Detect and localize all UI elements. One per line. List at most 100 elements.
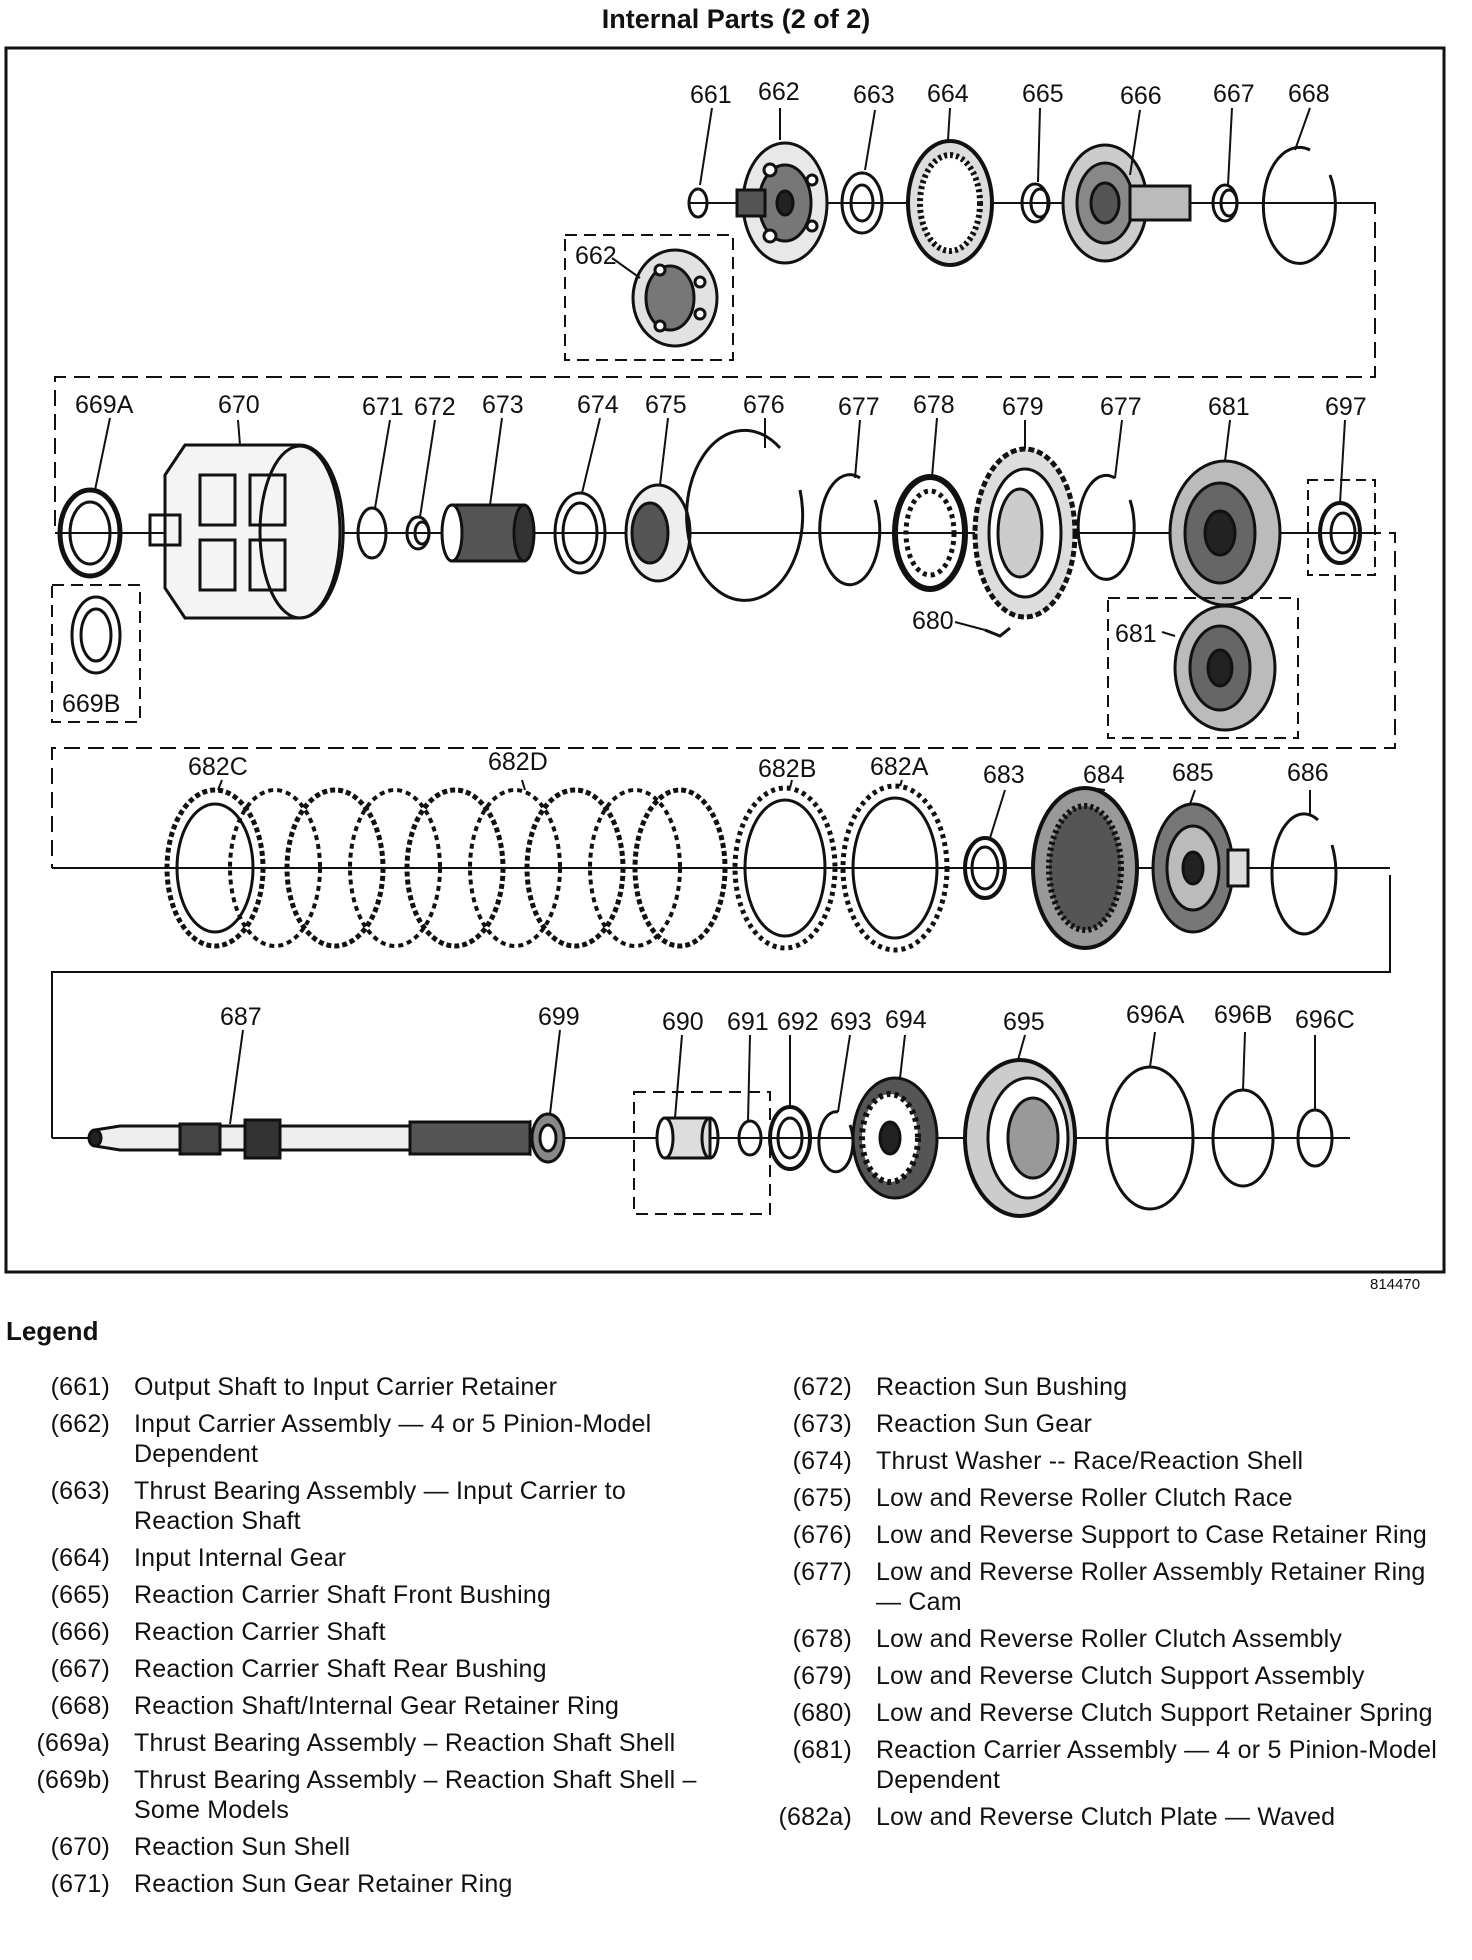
part-669B-thrust-bearing[interactable] [70,595,122,675]
label-696A: 696A [1126,1001,1185,1029]
label-666: 666 [1120,82,1162,110]
part-685-assembly[interactable] [1151,802,1250,934]
alt-662-box [564,234,734,361]
row-1 [54,139,1376,530]
part-678-roller-clutch-assembly[interactable] [892,474,968,592]
part-699-bushing[interactable] [530,1112,566,1164]
part-674-thrust-washer[interactable] [553,491,607,575]
label-681: 681 [1208,393,1250,421]
part-682C-clutch-plate[interactable] [164,787,266,949]
diagram-frame [4,46,1446,1274]
part-666-reaction-carrier-shaft[interactable] [1061,143,1192,263]
page-title: Internal Parts (2 of 2) [601,4,871,34]
part-679-clutch-support[interactable] [972,446,1078,620]
label-665: 665 [1022,80,1064,108]
part-670-reaction-sun-shell[interactable] [148,443,345,620]
legend-column-right: (672)Reaction Sun Bushing (673)Reaction … [760,1372,1450,1839]
part-664-input-internal-gear[interactable] [906,139,994,267]
label-671: 671 [362,393,404,421]
part-681-reaction-carrier[interactable] [1168,459,1282,607]
label-687: 687 [220,1003,262,1031]
legend-item: (676)Low and Reverse Support to Case Ret… [792,1521,1427,1549]
label-690: 690 [662,1008,704,1036]
legend-item: (680)Low and Reverse Clutch Support Reta… [792,1699,1433,1727]
legend-heading: Legend [6,1316,99,1346]
row-3 [51,783,1391,1138]
legend-item: (670)Reaction Sun Shell [50,1833,351,1861]
label-676: 676 [743,391,785,419]
label-682A: 682A [870,753,929,781]
label-669A: 669A [75,391,134,419]
legend-item: (677)Low and Reverse Roller Assembly Ret… [792,1558,1426,1616]
label-663: 663 [853,81,895,109]
label-693: 693 [830,1008,872,1036]
label-695: 695 [1003,1008,1045,1036]
part-671-retainer-ring[interactable] [356,506,388,560]
part-684-gear[interactable] [1031,786,1139,950]
part-676-retainer-ring[interactable] [685,428,805,602]
part-690-sleeve[interactable] [655,1116,720,1160]
part-669A-thrust-bearing[interactable] [57,487,123,579]
part-683-ring[interactable] [963,836,1007,900]
part-681-alternate[interactable] [1173,604,1277,732]
part-693-ring[interactable] [817,1110,855,1174]
part-661-retainer[interactable] [687,187,709,219]
part-673-reaction-sun-gear[interactable] [440,503,536,563]
legend-item: (669a)Thrust Bearing Assembly – Reaction… [36,1729,676,1757]
label-683: 683 [983,761,1025,789]
legend-item: (679)Low and Reverse Clutch Support Asse… [792,1662,1365,1690]
callout-leaders [94,107,1346,1125]
part-677-retainer-ring-a[interactable] [818,473,882,587]
label-680: 680 [912,607,954,635]
label-699: 699 [538,1003,580,1031]
label-686: 686 [1287,759,1329,787]
part-668-retainer-ring[interactable] [1261,145,1337,265]
part-663-thrust-bearing[interactable] [840,171,884,235]
label-682C: 682C [188,753,248,781]
legend-item: (667)Reaction Carrier Shaft Rear Bushing [50,1655,547,1683]
label-661: 661 [690,81,732,109]
label-681-alt: 681 [1115,620,1157,648]
label-672: 672 [414,393,456,421]
row-2 [51,428,1396,868]
figure-code: 814470 [1370,1276,1421,1293]
legend-item: (678)Low and Reverse Roller Clutch Assem… [792,1625,1343,1653]
part-672-bushing[interactable] [405,515,431,551]
part-694-gear[interactable] [851,1076,939,1200]
label-679: 679 [1002,393,1044,421]
label-696C: 696C [1295,1006,1355,1034]
label-685: 685 [1172,759,1214,787]
part-686-retainer-ring[interactable] [1270,812,1338,936]
part-682A-clutch-plate-waved[interactable] [840,783,950,953]
label-668: 668 [1288,80,1330,108]
part-682D-clutch-plates[interactable] [228,787,728,949]
label-670: 670 [218,391,260,419]
part-687-shaft[interactable] [87,1118,532,1160]
label-682D: 682D [488,748,548,776]
part-677-retainer-ring-b[interactable] [1076,473,1136,581]
callout-labels: 661 662 663 664 665 666 667 668 662 669A… [62,78,1367,1036]
part-675-roller-clutch-race[interactable] [624,483,692,583]
exploded-parts-diagram: 661 662 663 664 665 666 667 668 662 669A… [4,46,1446,1274]
label-677-b: 677 [1100,393,1142,421]
part-680-retainer-spring[interactable] [984,626,1011,638]
alt-669B-box [51,584,141,723]
part-662-input-carrier[interactable] [735,141,829,265]
part-695-drum[interactable] [963,1058,1077,1218]
part-682B-clutch-plate[interactable] [732,785,838,951]
legend-item: (661)Output Shaft to Input Carrier Retai… [50,1373,558,1401]
legend-item: (665)Reaction Carrier Shaft Front Bushin… [50,1581,552,1609]
label-675: 675 [645,391,687,419]
legend-item: (663)Thrust Bearing Assembly — Input Car… [50,1477,626,1535]
label-684: 684 [1083,761,1125,789]
label-667: 667 [1213,80,1255,108]
part-662-alternate[interactable] [631,248,719,348]
label-669B: 669B [62,690,120,718]
label-678: 678 [913,391,955,419]
part-665-front-bushing[interactable] [1020,182,1051,224]
label-697: 697 [1325,393,1367,421]
part-691-ring[interactable] [737,1119,763,1157]
row-4 [52,1058,1350,1218]
part-667-rear-bushing[interactable] [1211,183,1239,223]
legend-item: (682a)Low and Reverse Clutch Plate — Wav… [778,1803,1336,1831]
